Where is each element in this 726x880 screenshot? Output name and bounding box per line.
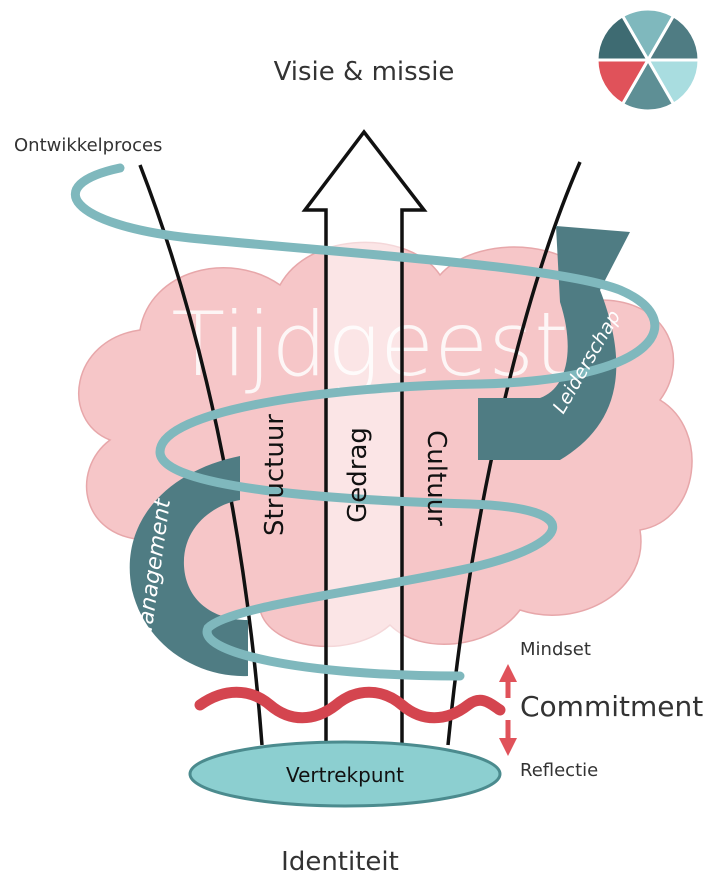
starting-point-label: Vertrekpunt bbox=[286, 763, 404, 787]
vision-mission-label: Visie & missie bbox=[274, 57, 455, 87]
reflection-arrow bbox=[499, 720, 517, 756]
reflection-label: Reflectie bbox=[520, 760, 598, 781]
development-spiral bbox=[70, 163, 660, 681]
structure-label: Structuur bbox=[260, 414, 290, 536]
culture-label: Cultuur bbox=[421, 430, 451, 526]
commitment-label: Commitment bbox=[520, 690, 703, 723]
logo-segment bbox=[595, 13, 651, 62]
identity-label: Identiteit bbox=[281, 847, 399, 877]
pie-wheel-logo bbox=[595, 7, 701, 113]
mindset-arrow bbox=[499, 664, 517, 698]
starting-point-base bbox=[188, 740, 502, 808]
behavior-label: Gedrag bbox=[343, 427, 373, 523]
development-process-label: Ontwikkelproces bbox=[14, 135, 162, 156]
mindset-label: Mindset bbox=[520, 639, 591, 660]
commitment-wave bbox=[194, 686, 506, 724]
